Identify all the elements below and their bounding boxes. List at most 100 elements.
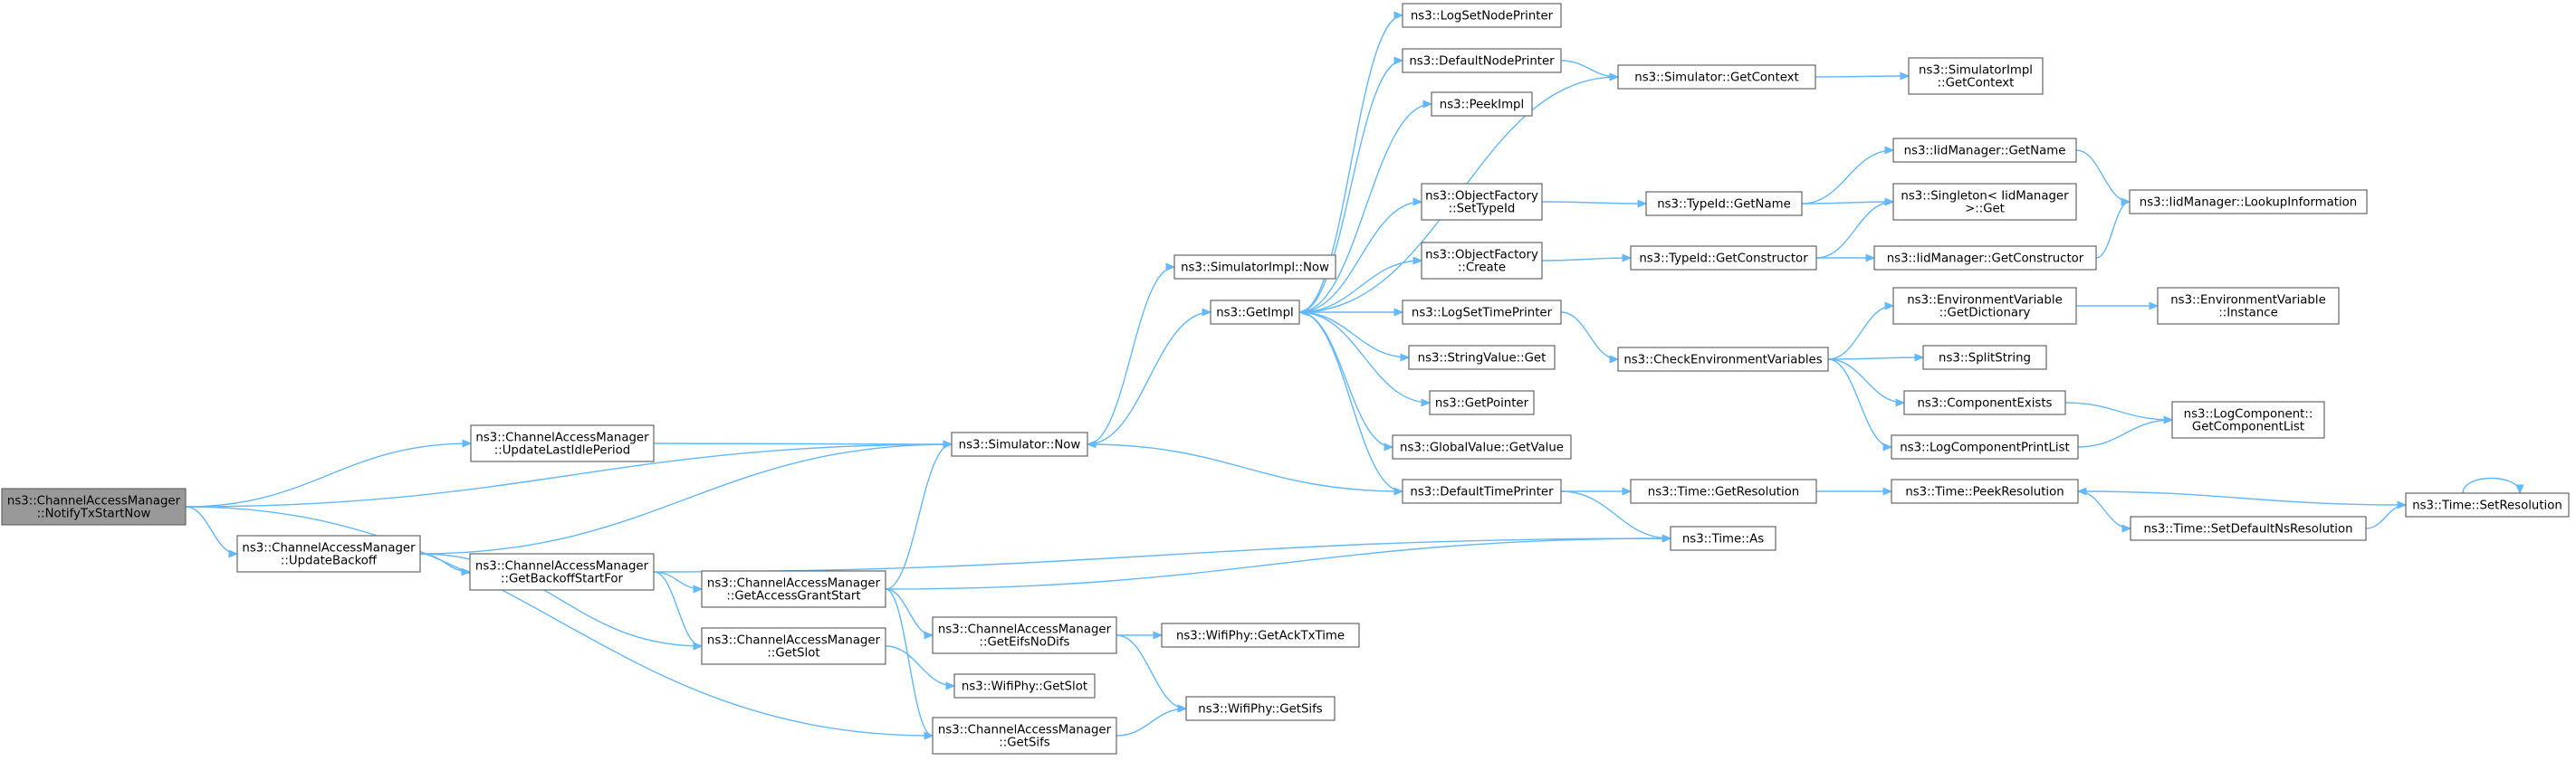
node-simImplNow[interactable]: ns3::SimulatorImpl::Now (1173, 254, 1336, 280)
node-getImpl[interactable]: ns3::GetImpl (1210, 300, 1300, 325)
node-label: ::SetTypeId (1449, 203, 1516, 216)
node-defTimePrinter[interactable]: ns3::DefaultTimePrinter (1402, 479, 1562, 504)
node-logSetTime[interactable]: ns3::LogSetTimePrinter (1402, 300, 1562, 325)
node-logCompPrintList[interactable]: ns3::LogComponentPrintList (1891, 434, 2079, 460)
node-box[interactable] (1421, 242, 1543, 280)
node-box[interactable] (1630, 245, 1817, 271)
node-box[interactable] (953, 673, 1096, 699)
node-box[interactable] (1402, 3, 1562, 28)
node-updLastIdle[interactable]: ns3::ChannelAccessManager::UpdateLastIdl… (470, 424, 655, 462)
node-box[interactable] (1161, 623, 1360, 648)
edge-line (1298, 311, 1431, 404)
node-box[interactable] (1892, 287, 2077, 325)
node-box[interactable] (1892, 138, 2077, 163)
node-iidGetCtor[interactable]: ns3::IidManager::GetConstructor (1873, 245, 2097, 271)
node-box[interactable] (932, 616, 1117, 654)
node-box[interactable] (1402, 300, 1562, 325)
node-box[interactable] (1, 488, 187, 526)
node-box[interactable] (469, 553, 655, 591)
node-iidLookup[interactable]: ns3::IidManager::LookupInformation (2129, 189, 2368, 214)
arrow-head-icon (1895, 398, 1906, 407)
node-typeIdGetName[interactable]: ns3::TypeId::GetName (1645, 191, 1803, 216)
node-getEifs[interactable]: ns3::ChannelAccessManager::GetEifsNoDifs (932, 616, 1117, 654)
node-box[interactable] (2157, 287, 2340, 325)
node-envGetDict[interactable]: ns3::EnvironmentVariable::GetDictionary (1892, 287, 2077, 325)
node-box[interactable] (1908, 57, 2044, 95)
node-label: ns3::ChannelAccessManager (938, 724, 1112, 737)
node-simImplGetContext[interactable]: ns3::SimulatorImpl::GetContext (1908, 57, 2044, 95)
node-simGetContext[interactable]: ns3::Simulator::GetContext (1617, 64, 1816, 90)
node-timeGetRes[interactable]: ns3::Time::GetResolution (1630, 479, 1817, 504)
node-label: ns3::GetPointer (1435, 397, 1529, 411)
node-box[interactable] (1210, 300, 1300, 325)
node-box[interactable] (1617, 347, 1829, 372)
node-box[interactable] (1392, 434, 1572, 460)
node-box[interactable] (2130, 516, 2367, 541)
node-box[interactable] (701, 570, 886, 608)
node-updBackoff[interactable]: ns3::ChannelAccessManager::UpdateBackoff (236, 535, 421, 573)
node-box[interactable] (1402, 48, 1562, 73)
node-box[interactable] (2405, 492, 2570, 518)
node-logCompGetList[interactable]: ns3::LogComponent::GetComponentList (2171, 401, 2325, 439)
node-box[interactable] (1431, 91, 1533, 117)
node-box[interactable] (1892, 183, 2077, 221)
node-wifiSifs[interactable]: ns3::WifiPhy::GetSifs (1185, 696, 1336, 721)
node-box[interactable] (1873, 245, 2097, 271)
node-peekImpl[interactable]: ns3::PeekImpl (1431, 91, 1533, 117)
node-box[interactable] (701, 627, 886, 665)
node-box[interactable] (1630, 479, 1817, 504)
edge-line (1087, 266, 1175, 445)
node-getPointer[interactable]: ns3::GetPointer (1429, 390, 1535, 415)
edge-getImpl-to-logSetTime (1298, 308, 1404, 317)
node-box[interactable] (1891, 479, 2079, 504)
node-box[interactable] (1891, 434, 2079, 460)
node-box[interactable] (1429, 390, 1535, 415)
node-getBackoffStart[interactable]: ns3::ChannelAccessManager::GetBackoffSta… (469, 553, 655, 591)
node-box[interactable] (2129, 189, 2368, 214)
node-singleton[interactable]: ns3::Singleton< IidManager>::Get (1892, 183, 2077, 221)
node-iidGetName[interactable]: ns3::IidManager::GetName (1892, 138, 2077, 163)
node-box[interactable] (951, 432, 1088, 457)
node-getAccessGrant[interactable]: ns3::ChannelAccessManager::GetAccessGran… (701, 570, 886, 608)
node-wifiGetSlot[interactable]: ns3::WifiPhy::GetSlot (953, 673, 1096, 699)
arrow-head-icon (1412, 197, 1423, 206)
node-ofCreate[interactable]: ns3::ObjectFactory::Create (1421, 242, 1543, 280)
node-timeSetRes[interactable]: ns3::Time::SetResolution (2405, 492, 2570, 518)
node-box[interactable] (2171, 401, 2325, 439)
node-timeSetDefaultNs[interactable]: ns3::Time::SetDefaultNsResolution (2130, 516, 2367, 541)
node-box[interactable] (236, 535, 421, 573)
edge-line (2365, 504, 2407, 529)
node-label: ns3::Time::As (1682, 533, 1764, 547)
node-compExists[interactable]: ns3::ComponentExists (1903, 390, 2066, 415)
node-defNodePrinter[interactable]: ns3::DefaultNodePrinter (1402, 48, 1562, 73)
node-typeIdGetCtor[interactable]: ns3::TypeId::GetConstructor (1630, 245, 1817, 271)
node-strValGet[interactable]: ns3::StringValue::Get (1408, 345, 1556, 370)
node-box[interactable] (932, 717, 1117, 755)
node-box[interactable] (1185, 696, 1336, 721)
edge-getImpl-to-defTimePrinter (1298, 311, 1404, 496)
node-box[interactable] (1670, 526, 1776, 551)
node-checkEnv[interactable]: ns3::CheckEnvironmentVariables (1617, 347, 1829, 372)
node-box[interactable] (1645, 191, 1803, 216)
node-getSifs[interactable]: ns3::ChannelAccessManager::GetSifs (932, 717, 1117, 755)
node-globalValGet[interactable]: ns3::GlobalValue::GetValue (1392, 434, 1572, 460)
node-box[interactable] (470, 424, 655, 462)
node-getSlot[interactable]: ns3::ChannelAccessManager::GetSlot (701, 627, 886, 665)
edge-getImpl-to-defNodePrinter (1298, 56, 1404, 313)
node-envInstance[interactable]: ns3::EnvironmentVariable::Instance (2157, 287, 2340, 325)
node-box[interactable] (1408, 345, 1556, 370)
node-splitString[interactable]: ns3::SplitString (1922, 345, 2047, 370)
node-box[interactable] (1173, 254, 1336, 280)
node-timePeekRes[interactable]: ns3::Time::PeekResolution (1891, 479, 2079, 504)
node-box[interactable] (1402, 479, 1562, 504)
node-box[interactable] (1922, 345, 2047, 370)
node-logSetNode[interactable]: ns3::LogSetNodePrinter (1402, 3, 1562, 28)
node-box[interactable] (1617, 64, 1816, 90)
node-box[interactable] (1421, 183, 1543, 221)
node-ofSetTypeId[interactable]: ns3::ObjectFactory::SetTypeId (1421, 183, 1543, 221)
node-wifiAck[interactable]: ns3::WifiPhy::GetAckTxTime (1161, 623, 1360, 648)
node-timeAs[interactable]: ns3::Time::As (1670, 526, 1776, 551)
node-box[interactable] (1903, 390, 2066, 415)
node-root[interactable]: ns3::ChannelAccessManager::NotifyTxStart… (1, 488, 187, 526)
node-simNow[interactable]: ns3::Simulator::Now (951, 432, 1088, 457)
